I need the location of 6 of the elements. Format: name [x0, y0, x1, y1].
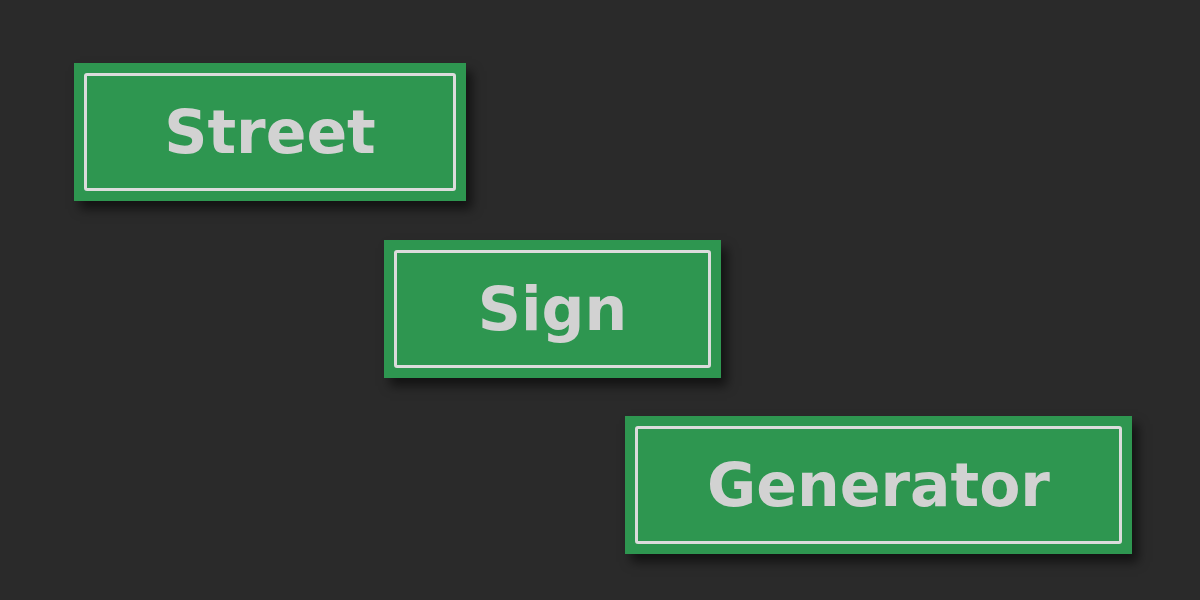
street-sign [74, 63, 466, 201]
sign-text: Generator [707, 450, 1050, 520]
street-sign [384, 240, 721, 378]
sign-text: Street [164, 97, 376, 167]
sign-text: Sign [477, 274, 628, 344]
street-sign [625, 416, 1132, 554]
